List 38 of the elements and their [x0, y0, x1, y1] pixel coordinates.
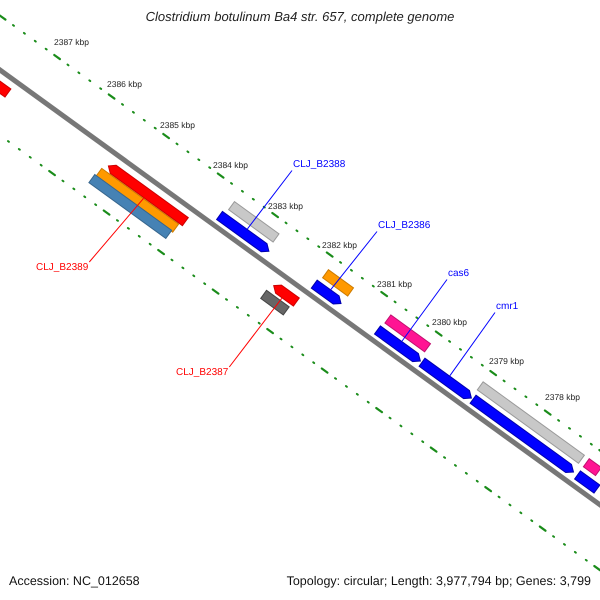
leader-line: [402, 279, 448, 342]
gene-label: cas6: [448, 268, 470, 280]
gene-block: [418, 358, 472, 400]
gene-bar: [476, 381, 586, 464]
tick-label: 2380 kbp: [432, 318, 467, 328]
gene-bar: [384, 314, 432, 352]
gene-label: CLJ_B2387: [176, 367, 228, 378]
tick-label: 2385 kbp: [160, 121, 195, 131]
tick-label: 2381 kbp: [377, 280, 412, 290]
tick-label: 2382 kbp: [322, 241, 357, 251]
leader-line: [246, 170, 292, 230]
tick-label: 2379 kbp: [489, 357, 524, 367]
gene-block: [273, 284, 300, 307]
gene-block: [108, 164, 189, 226]
gene-block: [216, 210, 270, 252]
gene-label: cmr1: [496, 301, 518, 312]
tick-label: 2387 kbp: [54, 38, 89, 48]
tick-label: 2378 kbp: [545, 393, 580, 403]
gene-bar: [260, 290, 290, 316]
leader-line: [88, 198, 144, 262]
leader-line: [228, 298, 282, 368]
gene-label: CLJ_B2388: [293, 159, 346, 170]
gene-block: [310, 279, 342, 305]
footer-text: Topology: circular; Length: 3,977,794 bp; Genes: 3,799: [286, 574, 591, 588]
gene-bar: [574, 470, 600, 494]
footer-text: Accession: NC_012658: [9, 574, 140, 588]
leader-line: [449, 312, 496, 376]
tick-label: 2383 kbp: [268, 202, 303, 212]
gene-bar: [88, 174, 172, 240]
title: Clostridium botulinum Ba4 str. 657, complete genome: [144, 10, 456, 25]
gene-bar: [582, 458, 600, 476]
tick-label: 2384 kbp: [213, 161, 248, 171]
gene-bar: [322, 269, 354, 297]
gene-label: CLJ_B2386: [378, 220, 430, 232]
leader-line: [330, 231, 378, 290]
gene-label: CLJ_B2389: [36, 262, 88, 274]
tick-label: 2386 kbp: [107, 80, 142, 90]
gene-block: [374, 325, 422, 362]
